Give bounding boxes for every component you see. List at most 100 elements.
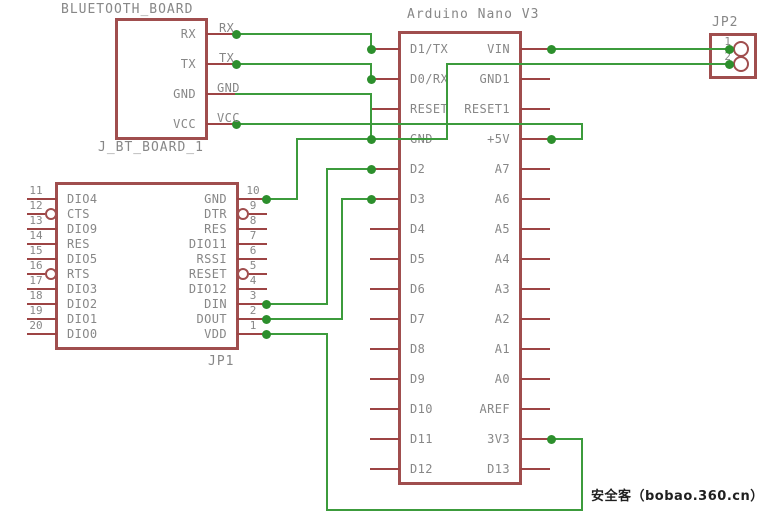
pin-bubble-jp1-DTR	[237, 208, 249, 220]
pin-stub-arduino-nano-v3-D8	[370, 348, 400, 350]
junction-dot-2	[232, 120, 241, 129]
pin-number-jp1-DIO3: 17	[29, 274, 43, 287]
pin-stub-arduino-nano-v3-A6	[520, 198, 550, 200]
pin-stub-jp1-RESET	[249, 273, 267, 275]
pin-stub-arduino-nano-v3-D4	[370, 228, 400, 230]
pin-stub-arduino-nano-v3-D3	[370, 198, 400, 200]
junction-dot-6	[367, 165, 376, 174]
pin-stub-bluetooth-board-RX	[206, 33, 236, 35]
pin-bubble-jp1-RESET	[237, 268, 249, 280]
wire-RX-seg1	[235, 33, 372, 35]
wire-D2-DIN-seg2	[326, 168, 328, 305]
pin-label-jp1-DIO4: DIO4	[67, 192, 98, 206]
junction-dot-16	[725, 60, 734, 69]
wire-VCC-5V-seg1	[235, 123, 583, 125]
pin-label-arduino-nano-v3-AREF: AREF	[479, 402, 510, 416]
pin-label-arduino-nano-v3-A2: A2	[494, 312, 510, 326]
pin-label-bluetooth-board-GND: GND	[173, 87, 196, 101]
pin-number-jp1-DOUT: 2	[249, 304, 257, 317]
pin-stub-jp1-DIO4	[27, 198, 57, 200]
component-sublabel-bluetooth-board: J_BT_BOARD_1	[98, 140, 204, 155]
wire-VIN-jp2-seg1	[550, 48, 730, 50]
pin-stub-arduino-nano-v3-A0	[520, 378, 550, 380]
junction-dot-3	[367, 45, 376, 54]
pin-stub-arduino-nano-v3-A4	[520, 258, 550, 260]
pin-stub-bluetooth-board-VCC	[206, 123, 236, 125]
pin-stub-arduino-nano-v3-D12	[370, 468, 400, 470]
pin-label-jp1-DIO3: DIO3	[67, 282, 98, 296]
wire-GND-jp2-seg3	[446, 63, 730, 65]
pin-stub-bluetooth-board-TX	[206, 63, 236, 65]
pin-label-arduino-nano-v3-A3: A3	[494, 282, 510, 296]
pin-stub-jp1-DTR	[249, 213, 267, 215]
pin-number-jp1-DIO2: 18	[29, 289, 43, 302]
pin-label-jp1-RTS: RTS	[67, 267, 90, 281]
pin-number-jp1-DIO9: 13	[29, 214, 43, 227]
pin-label-jp1-DIO0: DIO0	[67, 327, 98, 341]
wire-VDD-3V3-seg3	[326, 509, 583, 511]
pin-label-arduino-nano-v3-RESET: RESET	[410, 102, 449, 116]
net-label-VCC: VCC	[217, 111, 240, 125]
wire-TX-seg1	[235, 63, 372, 65]
pin-label-arduino-nano-v3-RESET1: RESET1	[464, 102, 510, 116]
watermark-text: 安全客（bobao.360.cn）	[591, 489, 762, 504]
pin-stub-jp1-DIO1	[27, 318, 57, 320]
pin-label-arduino-nano-v3-D3: D3	[410, 192, 426, 206]
wire-VCC-5V-seg3	[550, 138, 583, 140]
pin-label-jp1-DTR: DTR	[204, 207, 227, 221]
pin-stub-arduino-nano-v3-A2	[520, 318, 550, 320]
pin-number-jp1-DIO5: 15	[29, 244, 43, 257]
pin-stub-arduino-nano-v3-D2	[370, 168, 400, 170]
junction-dot-13	[262, 315, 271, 324]
pin-stub-arduino-nano-v3-D7	[370, 318, 400, 320]
pin-label-arduino-nano-v3-+5V: +5V	[487, 132, 510, 146]
pin-label-jp1-DIO2: DIO2	[67, 297, 98, 311]
pin-stub-arduino-nano-v3-D13	[520, 468, 550, 470]
junction-dot-8	[547, 45, 556, 54]
pin-number-jp1-RESET: 5	[249, 259, 257, 272]
pin-label-arduino-nano-v3-D11: D11	[410, 432, 433, 446]
pin-label-jp1-CTS: CTS	[67, 207, 90, 221]
pin-label-arduino-nano-v3-D9: D9	[410, 372, 426, 386]
pin-number-jp1-GND: 10	[246, 184, 260, 197]
pin-label-bluetooth-board-TX: TX	[180, 57, 196, 71]
pin-label-arduino-nano-v3-D5: D5	[410, 252, 426, 266]
junction-dot-0	[232, 30, 241, 39]
pin-label-arduino-nano-v3-D12: D12	[410, 462, 433, 476]
pin-stub-arduino-nano-v3-D1/TX	[370, 48, 400, 50]
pin-stub-jp1-RES	[237, 228, 267, 230]
pin-stub-jp1-DIO3	[27, 288, 57, 290]
pin-label-jp1-DIO12: DIO12	[188, 282, 227, 296]
pin-label-jp1-RESET: RESET	[188, 267, 227, 281]
pin-stub-jp1-DIN	[237, 303, 267, 305]
wire-VDD-3V3-seg1	[265, 333, 328, 335]
component-title-arduino-nano-v3: Arduino Nano V3	[407, 7, 540, 22]
pin-label-jp1-DIO1: DIO1	[67, 312, 98, 326]
junction-dot-15	[725, 45, 734, 54]
junction-dot-9	[547, 135, 556, 144]
wire-GND-bt-seg2	[370, 93, 372, 140]
pin-label-arduino-nano-v3-A7: A7	[494, 162, 510, 176]
pin-number-jp1-DIO4: 11	[29, 184, 43, 197]
pin-label-arduino-nano-v3-A1: A1	[494, 342, 510, 356]
component-box-jp1	[55, 182, 239, 350]
wire-VCC-5V-seg2	[581, 123, 583, 140]
pin-number-jp1-DIO0: 20	[29, 319, 43, 332]
pin-label-arduino-nano-v3-D4: D4	[410, 222, 426, 236]
pin-stub-jp1-DIO5	[27, 258, 57, 260]
pin-number-jp1-DIO11: 7	[249, 229, 257, 242]
wire-VDD-3V3-seg5	[550, 438, 583, 440]
pin-stub-jp1-DIO2	[27, 303, 57, 305]
pin-stub-arduino-nano-v3-D11	[370, 438, 400, 440]
junction-dot-10	[547, 435, 556, 444]
pin-label-jp1-DIO11: DIO11	[188, 237, 227, 251]
wire-VDD-3V3-seg4	[581, 438, 583, 511]
pin-stub-arduino-nano-v3-+5V	[520, 138, 550, 140]
component-title-jp2: JP2	[712, 15, 739, 30]
junction-dot-4	[367, 75, 376, 84]
pin-number-jp1-RES: 14	[29, 229, 43, 242]
pin-number-jp1-DIO1: 19	[29, 304, 43, 317]
junction-dot-1	[232, 60, 241, 69]
pin-number-jp1-DIN: 3	[249, 289, 257, 302]
